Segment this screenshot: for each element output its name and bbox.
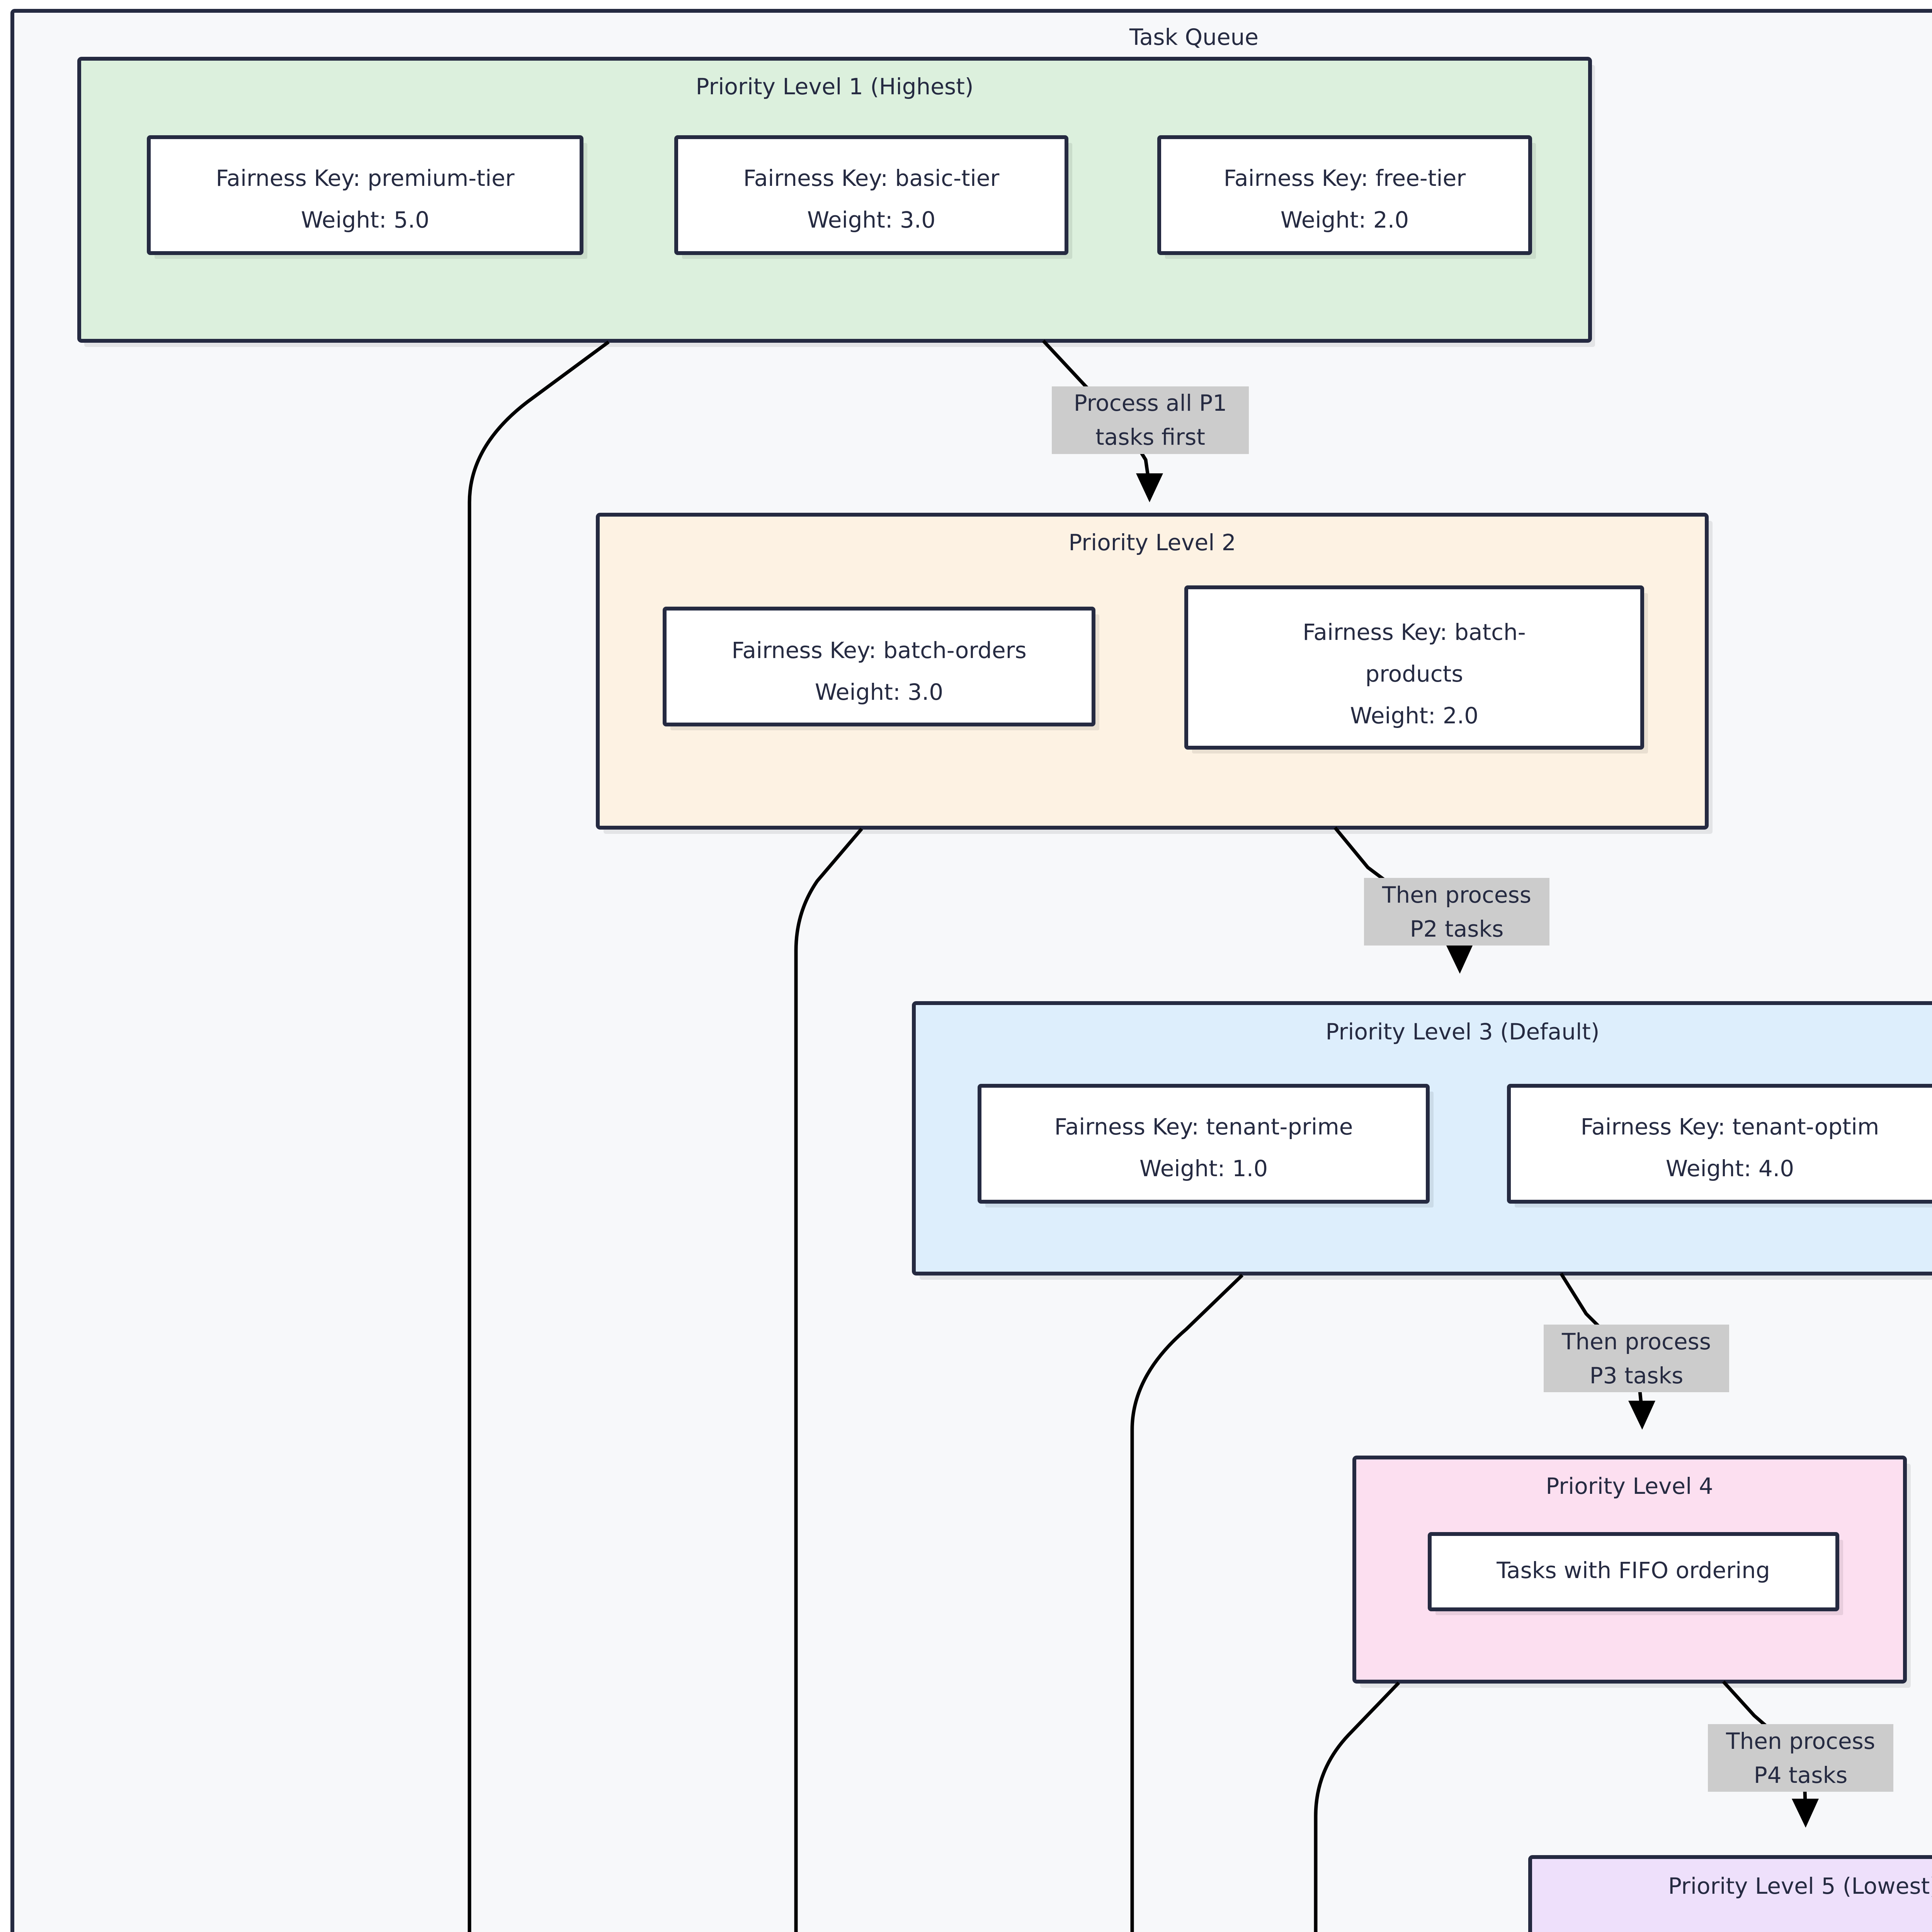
node-p2-batch-orders-key: Fairness Key: batch-orders [731, 637, 1026, 663]
edge-label-p1-to-p2-line1: Process all P1 [1074, 390, 1227, 416]
node-p3-tenant-prime-weight: Weight: 1.0 [1139, 1155, 1268, 1182]
node-p2-batch-products-weight: Weight: 2.0 [1350, 702, 1478, 729]
node-p2-batch-products[interactable]: Fairness Key: batch- products Weight: 2.… [1184, 585, 1648, 753]
cluster-priority-level-1[interactable]: Priority Level 1 (Highest) Fairness Key:… [77, 57, 1595, 347]
node-p4-fifo[interactable]: Tasks with FIFO ordering [1428, 1532, 1843, 1615]
edge-label-p2-to-p3: Then process P2 tasks [1364, 878, 1549, 946]
node-p2-batch-orders-weight: Weight: 3.0 [815, 679, 943, 705]
node-p1-free-tier-weight: Weight: 2.0 [1281, 207, 1409, 233]
node-p2-batch-products-key-1: Fairness Key: batch- [1303, 619, 1526, 645]
node-p3-tenant-prime-key: Fairness Key: tenant-prime [1054, 1114, 1353, 1140]
edge-p2-to-workers [794, 828, 863, 1932]
edge-p4-to-workers [1314, 1681, 1400, 1932]
edge-label-p3-to-p4-line2: P3 tasks [1590, 1362, 1684, 1389]
root-cluster-task-queue: Task Queue [10, 9, 1932, 1932]
node-p3-tenant-optim-key: Fairness Key: tenant-optim [1581, 1114, 1879, 1140]
node-p3-tenant-optim[interactable]: Fairness Key: tenant-optim Weight: 4.0 [1507, 1084, 1932, 1208]
node-p1-premium-tier-weight: Weight: 5.0 [301, 207, 429, 233]
cluster-title-p4: Priority Level 4 [1546, 1473, 1713, 1499]
edge-label-p2-to-p3-line2: P2 tasks [1410, 916, 1504, 942]
node-p1-free-tier-key: Fairness Key: free-tier [1224, 165, 1466, 191]
cluster-priority-level-4[interactable]: Priority Level 4 Tasks with FIFO orderin… [1352, 1456, 1911, 1688]
edge-label-p1-to-p2-line2: tasks first [1095, 424, 1205, 450]
node-p2-batch-orders[interactable]: Fairness Key: batch-orders Weight: 3.0 [663, 607, 1099, 730]
node-p1-basic-tier-weight: Weight: 3.0 [807, 207, 935, 233]
node-p2-batch-products-key-2: products [1365, 661, 1463, 687]
edge-label-p3-to-p4: Then process P3 tasks [1544, 1325, 1729, 1392]
cluster-priority-level-2[interactable]: Priority Level 2 Fairness Key: batch-ord… [596, 513, 1713, 834]
edge-label-p4-to-p5-line2: P4 tasks [1754, 1762, 1848, 1788]
cluster-priority-level-5[interactable]: Priority Level 5 (Lowest) Tasks with FIF… [1528, 1855, 1932, 1932]
edge-p3-to-workers [1130, 1274, 1244, 1932]
edge-label-p1-to-p2: Process all P1 tasks first [1052, 386, 1249, 454]
edge-label-p4-to-p5: Then process P4 tasks [1708, 1724, 1893, 1792]
root-title: Task Queue [1129, 24, 1259, 50]
node-p3-tenant-prime[interactable]: Fairness Key: tenant-prime Weight: 1.0 [978, 1084, 1434, 1208]
node-p1-premium-tier[interactable]: Fairness Key: premium-tier Weight: 5.0 [147, 135, 587, 259]
edge-label-p4-to-p5-line1: Then process [1726, 1728, 1875, 1754]
node-p1-free-tier[interactable]: Fairness Key: free-tier Weight: 2.0 [1157, 135, 1536, 259]
edge-label-p3-to-p4-line1: Then process [1561, 1328, 1711, 1355]
node-p1-basic-tier[interactable]: Fairness Key: basic-tier Weight: 3.0 [674, 135, 1072, 259]
cluster-title-p2: Priority Level 2 [1068, 529, 1236, 556]
edge-label-p2-to-p3-line1: Then process [1382, 882, 1531, 908]
node-p1-basic-tier-key: Fairness Key: basic-tier [743, 165, 1000, 191]
cluster-title-p3: Priority Level 3 (Default) [1326, 1019, 1600, 1045]
cluster-priority-level-3[interactable]: Priority Level 3 (Default) Fairness Key:… [912, 1001, 1932, 1280]
node-p3-tenant-optim-weight: Weight: 4.0 [1666, 1155, 1794, 1182]
node-p1-premium-tier-key: Fairness Key: premium-tier [216, 165, 514, 191]
cluster-title-p5: Priority Level 5 (Lowest) [1668, 1873, 1932, 1899]
node-p4-fifo-label: Tasks with FIFO ordering [1496, 1557, 1770, 1583]
cluster-title-p1: Priority Level 1 (Highest) [696, 73, 974, 100]
edge-p1-to-workers [468, 340, 610, 1932]
